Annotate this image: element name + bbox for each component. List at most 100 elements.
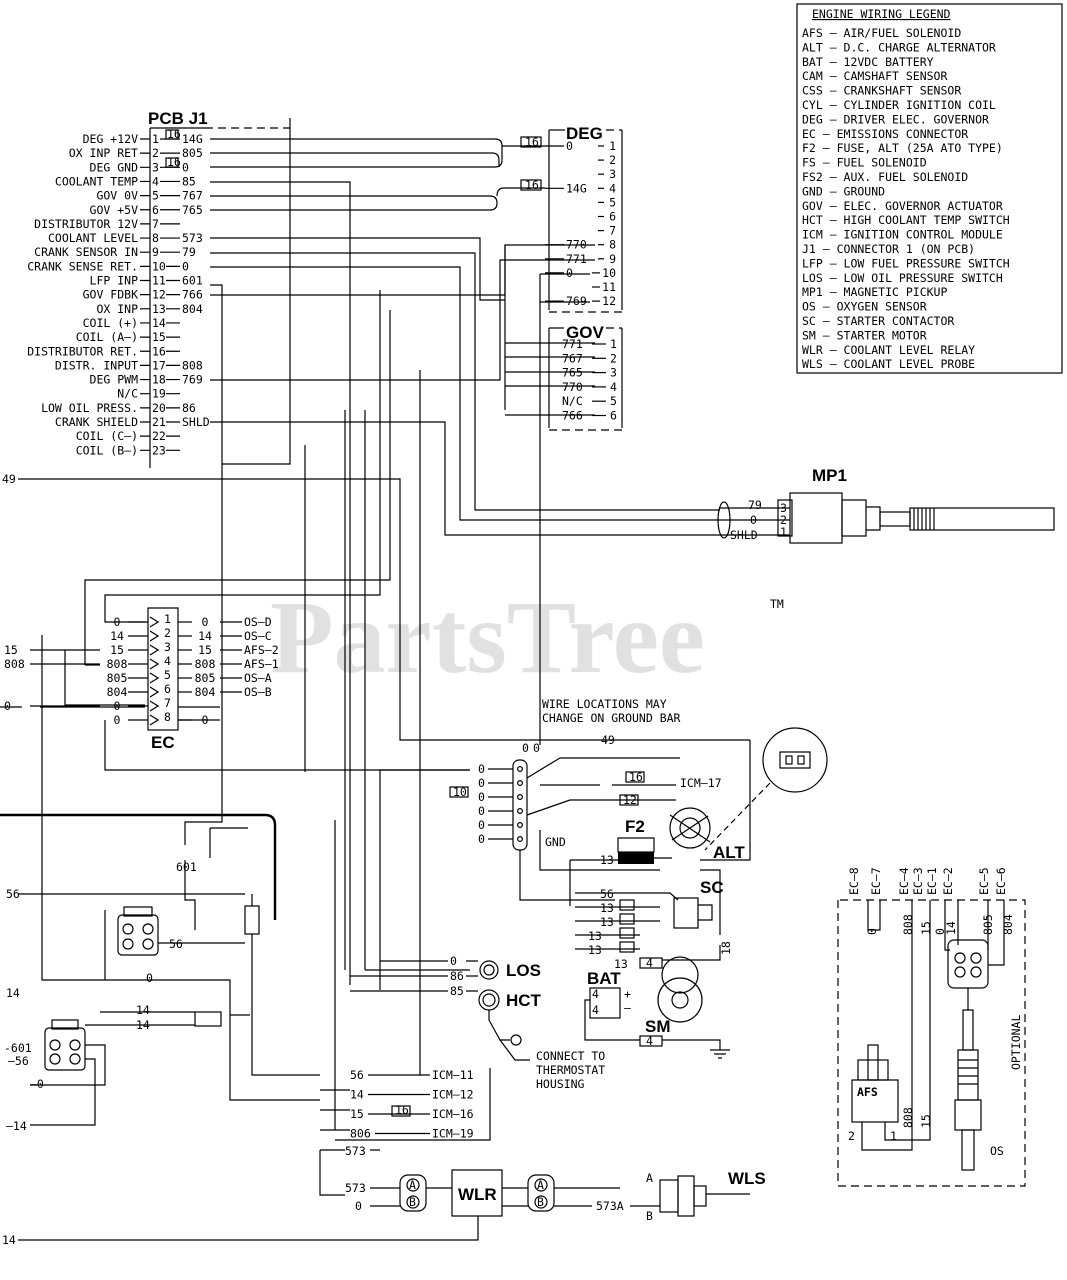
deg-pin-number: 6: [609, 210, 616, 224]
pcb-pin-number: 11: [152, 274, 166, 288]
optional-column-label: EC–3: [911, 867, 925, 895]
wire-14-label: 14: [6, 986, 20, 1000]
pcb-pin-number: 15: [152, 330, 166, 344]
pcb-pin-label: GOV 0V: [96, 189, 138, 203]
pcb-wire-number: 85: [182, 174, 196, 188]
deg-pin-number: 10: [602, 266, 616, 280]
ec-destination: OS–B: [244, 685, 272, 699]
sm-tag-4b: 4: [646, 1034, 653, 1048]
ec-pin-number: 7: [164, 696, 171, 710]
optional-wire-number: 804: [1001, 914, 1015, 935]
pcb-pin-label: LOW OIL PRESS.: [41, 401, 138, 415]
optional-wire-number: 808: [901, 914, 915, 935]
sm-label: SM: [645, 1017, 671, 1036]
icm-destination: ICM–11: [432, 1068, 474, 1082]
pcb-wire-number: 573: [182, 231, 203, 245]
pcb-wire-number: 0: [182, 160, 189, 174]
pcb-pin-label: DEG +12V: [83, 132, 138, 146]
ec-pin-number: 4: [164, 654, 171, 668]
legend-item: J1 – CONNECTOR 1 (ON PCB): [802, 242, 975, 256]
pcb-pin-number: 5: [152, 189, 159, 203]
gov-pin-number: 5: [610, 394, 617, 408]
svg-text:B: B: [409, 1195, 416, 1209]
optional-column-label: EC–5: [977, 867, 991, 895]
gnd-tag-16: 16: [629, 770, 643, 784]
pcb-pin-number: 17: [152, 358, 166, 372]
mp1-wire-79: 79: [748, 498, 762, 512]
ec-right-wire: 14: [198, 629, 212, 643]
wls-wire-573a: 573A: [596, 1199, 624, 1213]
sc-wire-18: 18: [719, 941, 733, 955]
wire-0-label: 0: [146, 971, 153, 985]
deg-wire-number: 771: [566, 252, 587, 266]
pcb-wire-number: 805: [182, 146, 203, 160]
ec-left-wire: 15: [110, 643, 124, 657]
ec-left-wire: 804: [107, 685, 128, 699]
ec-pin-number: 6: [164, 682, 171, 696]
afs-label: AFS: [857, 1085, 878, 1099]
gov-pin-number: 2: [610, 351, 617, 365]
ground-bar: WIRE LOCATIONS MAY CHANGE ON GROUND BAR …: [449, 697, 751, 901]
ec-left-wire: 808: [107, 657, 128, 671]
optional-wire-number: 0: [865, 928, 879, 935]
svg-text:0: 0: [533, 741, 540, 755]
pcb-pin-number: 21: [152, 415, 166, 429]
pcb-wire-number: 79: [182, 245, 196, 259]
pcb-pin-label: GOV FDBK: [83, 288, 138, 302]
sc-label: SC: [700, 878, 724, 897]
wlr-label: WLR: [458, 1185, 497, 1204]
ec-destination: OS–D: [244, 615, 272, 629]
pcb-wire-number: 808: [182, 358, 203, 372]
deg-wire-number: 0: [566, 139, 573, 153]
ec-pin-number: 3: [164, 640, 171, 654]
pcb-pin-label: COOLANT TEMP: [55, 174, 138, 188]
pcb-pin-number: 9: [152, 245, 159, 259]
icm-wire-number: 806: [350, 1127, 371, 1141]
pcb-pin-label: DISTR. INPUT: [55, 358, 138, 372]
bat-label: BAT: [587, 969, 621, 988]
bat-wire-4a: 4: [592, 987, 599, 1001]
gov-pin-number: 1: [610, 337, 617, 351]
pcb-wire-number: 766: [182, 288, 203, 302]
icm-destination: ICM–12: [432, 1088, 474, 1102]
icm-destination: ICM–16: [432, 1107, 474, 1121]
legend-item: SM – STARTER MOTOR: [802, 328, 927, 342]
fs-connector: -601 –56 –0 –14: [4, 1019, 106, 1133]
pcb-pin-label: COIL (C–): [76, 429, 138, 443]
ec-far-left-wire: 0: [4, 699, 11, 713]
ec-pin-number: 1: [164, 612, 171, 626]
icm-wire-number: 56: [350, 1068, 364, 1082]
pcb-pin-number: 12: [152, 288, 166, 302]
mp1-pin-2: 2: [780, 513, 787, 527]
ec-destination: AFS–2: [244, 643, 279, 657]
ec-right-wire: 805: [195, 671, 216, 685]
gov-pin-number: 4: [610, 380, 617, 394]
sc-wire-13b: 13: [600, 915, 614, 929]
deg-wire-number: 769: [566, 294, 587, 308]
alt-label: ALT: [713, 843, 745, 862]
legend-item: CYL – CYLINDER IGNITION COIL: [802, 98, 996, 112]
legend-item: OS – OXYGEN SENSOR: [802, 300, 927, 314]
wire-56-label: 56: [6, 887, 20, 901]
pcb-wire-number: 769: [182, 373, 203, 387]
legend-title: ENGINE WIRING LEGEND: [812, 7, 951, 21]
pcb-pin-label: COOLANT LEVEL: [48, 231, 138, 245]
ec-far-left-wire: 808: [4, 657, 25, 671]
hct-label: HCT: [506, 991, 542, 1010]
gov-wire-number: 771: [562, 337, 583, 351]
ec-pin-number: 2: [164, 626, 171, 640]
sc-wire-13a: 13: [600, 901, 614, 915]
afs-pin-2: 2: [848, 1129, 855, 1143]
ec-pin-number: 8: [164, 710, 171, 724]
ec-right-wire: 804: [195, 685, 216, 699]
lower-56-label: –56: [8, 1054, 29, 1068]
pcb-pin-label: DEG PWM: [90, 373, 139, 387]
deg-pin-number: 5: [609, 195, 616, 209]
pcb-tag-3: 16: [167, 155, 181, 169]
pcb-pin-label: N/C: [117, 387, 138, 401]
